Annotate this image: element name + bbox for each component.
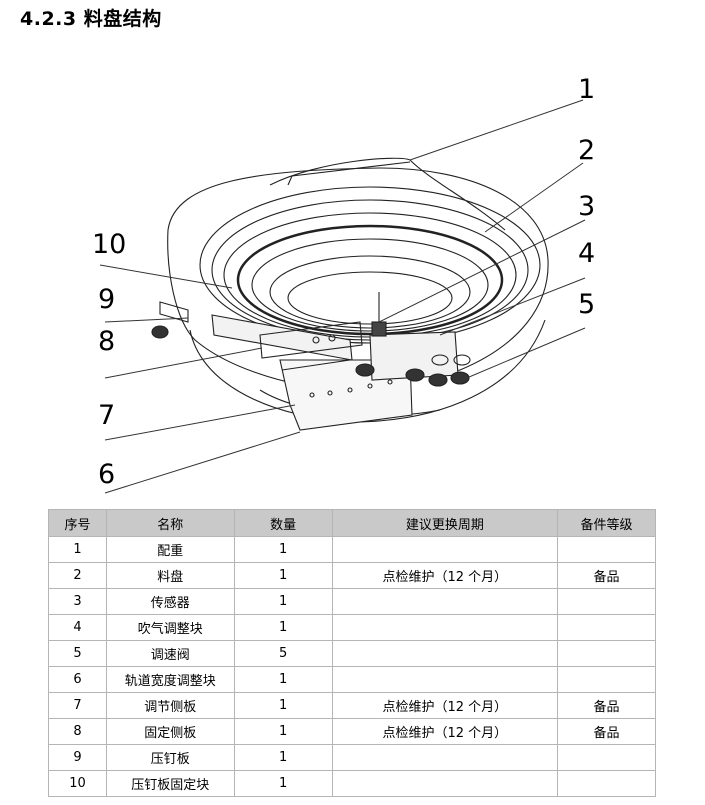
cell-replace-cycle	[331, 614, 559, 641]
counterweight	[269, 157, 506, 231]
parts-table: 序号 名称 数量 建议更换周期 备件等级 1 配重 1 2 料盘 1 点检维护（…	[48, 509, 656, 797]
feeder-bowl-diagram: 1 2 3 4 5 6 7 8 9 10	[92, 74, 595, 494]
cell-replace-cycle: 点检维护（12 个月）	[331, 562, 559, 589]
table-row: 3 传感器 1	[48, 588, 656, 615]
cell-index: 6	[48, 666, 107, 693]
callout-4: 4	[578, 238, 595, 269]
header-replace-cycle: 建议更换周期	[331, 509, 559, 537]
cell-replace-cycle: 点检维护（12 个月）	[331, 718, 559, 745]
nail-press-plate	[259, 321, 363, 359]
section-title: 4.2.3 料盘结构	[20, 8, 162, 30]
cell-spare-level	[557, 744, 656, 771]
cell-replace-cycle	[331, 588, 559, 615]
cell-name: 调速阀	[105, 640, 235, 667]
table-header-row: 序号 名称 数量 建议更换周期 备件等级	[48, 509, 656, 537]
cell-replace-cycle	[331, 770, 559, 797]
callout-6: 6	[98, 459, 115, 490]
header-quantity: 数量	[233, 509, 333, 537]
header-name: 名称	[105, 509, 235, 537]
callout-labels: 1 2 3 4 5 6 7 8 9 10	[92, 74, 595, 490]
callout-9: 9	[98, 284, 115, 315]
cell-index: 8	[48, 718, 107, 745]
cell-quantity: 1	[233, 718, 333, 745]
speed-valves	[151, 301, 471, 387]
header-index: 序号	[48, 509, 107, 537]
cell-quantity: 1	[233, 692, 333, 719]
cell-index: 3	[48, 588, 107, 615]
bowl-ring-7	[287, 271, 453, 325]
cell-name: 压钉板	[105, 744, 235, 771]
table-row: 4 吹气调整块 1	[48, 614, 656, 641]
cell-index: 5	[48, 640, 107, 667]
callout-8: 8	[98, 326, 115, 357]
table-row: 6 轨道宽度调整块 1	[48, 666, 656, 693]
cell-name: 压钉板固定块	[105, 770, 235, 797]
cell-index: 10	[48, 770, 107, 797]
callout-3: 3	[578, 191, 595, 222]
cell-quantity: 1	[233, 614, 333, 641]
bowl-ring-4	[236, 224, 504, 336]
bowl-outer-rim	[167, 167, 549, 391]
cell-spare-level	[557, 770, 656, 797]
cell-name: 料盘	[105, 562, 235, 589]
cell-replace-cycle	[331, 640, 559, 667]
table-row: 5 调速阀 5	[48, 640, 656, 667]
cell-name: 调节侧板	[105, 692, 235, 719]
cell-name: 轨道宽度调整块	[105, 666, 235, 693]
callout-1: 1	[578, 74, 595, 105]
cell-index: 9	[48, 744, 107, 771]
cell-spare-level	[557, 588, 656, 615]
bowl-ring-3	[223, 212, 517, 338]
table-row: 2 料盘 1 点检维护（12 个月） 备品	[48, 562, 656, 589]
cell-name: 吹气调整块	[105, 614, 235, 641]
cell-quantity: 1	[233, 666, 333, 693]
cell-name: 配重	[105, 536, 235, 563]
bowl-ring-1	[199, 186, 541, 344]
table-row: 7 调节侧板 1 点检维护（12 个月） 备品	[48, 692, 656, 719]
sensor	[371, 321, 387, 337]
table-row: 9 压钉板 1	[48, 744, 656, 771]
callout-2: 2	[578, 135, 595, 166]
cell-quantity: 1	[233, 770, 333, 797]
cell-replace-cycle	[331, 744, 559, 771]
bowl-ring-6	[269, 255, 471, 329]
table-row: 1 配重 1	[48, 536, 656, 563]
callout-10: 10	[92, 229, 126, 260]
cell-spare-level: 备品	[557, 562, 656, 589]
cell-name: 固定侧板	[105, 718, 235, 745]
cell-spare-level	[557, 666, 656, 693]
cell-spare-level: 备品	[557, 692, 656, 719]
cell-replace-cycle	[331, 536, 559, 563]
cell-quantity: 5	[233, 640, 333, 667]
cell-spare-level: 备品	[557, 718, 656, 745]
cell-spare-level	[557, 614, 656, 641]
bowl-ring-5	[251, 238, 489, 332]
table-row: 8 固定侧板 1 点检维护（12 个月） 备品	[48, 718, 656, 745]
header-spare-level: 备件等级	[557, 509, 656, 537]
cell-quantity: 1	[233, 562, 333, 589]
callout-5: 5	[578, 289, 595, 320]
cell-index: 1	[48, 536, 107, 563]
cell-index: 7	[48, 692, 107, 719]
cell-spare-level	[557, 640, 656, 667]
cell-quantity: 1	[233, 588, 333, 615]
cell-quantity: 1	[233, 744, 333, 771]
table-row: 10 压钉板固定块 1	[48, 770, 656, 797]
cell-replace-cycle	[331, 666, 559, 693]
cell-name: 传感器	[105, 588, 235, 615]
cell-replace-cycle: 点检维护（12 个月）	[331, 692, 559, 719]
callout-7: 7	[98, 400, 115, 431]
cell-spare-level	[557, 536, 656, 563]
cell-quantity: 1	[233, 536, 333, 563]
cell-index: 4	[48, 614, 107, 641]
cell-index: 2	[48, 562, 107, 589]
